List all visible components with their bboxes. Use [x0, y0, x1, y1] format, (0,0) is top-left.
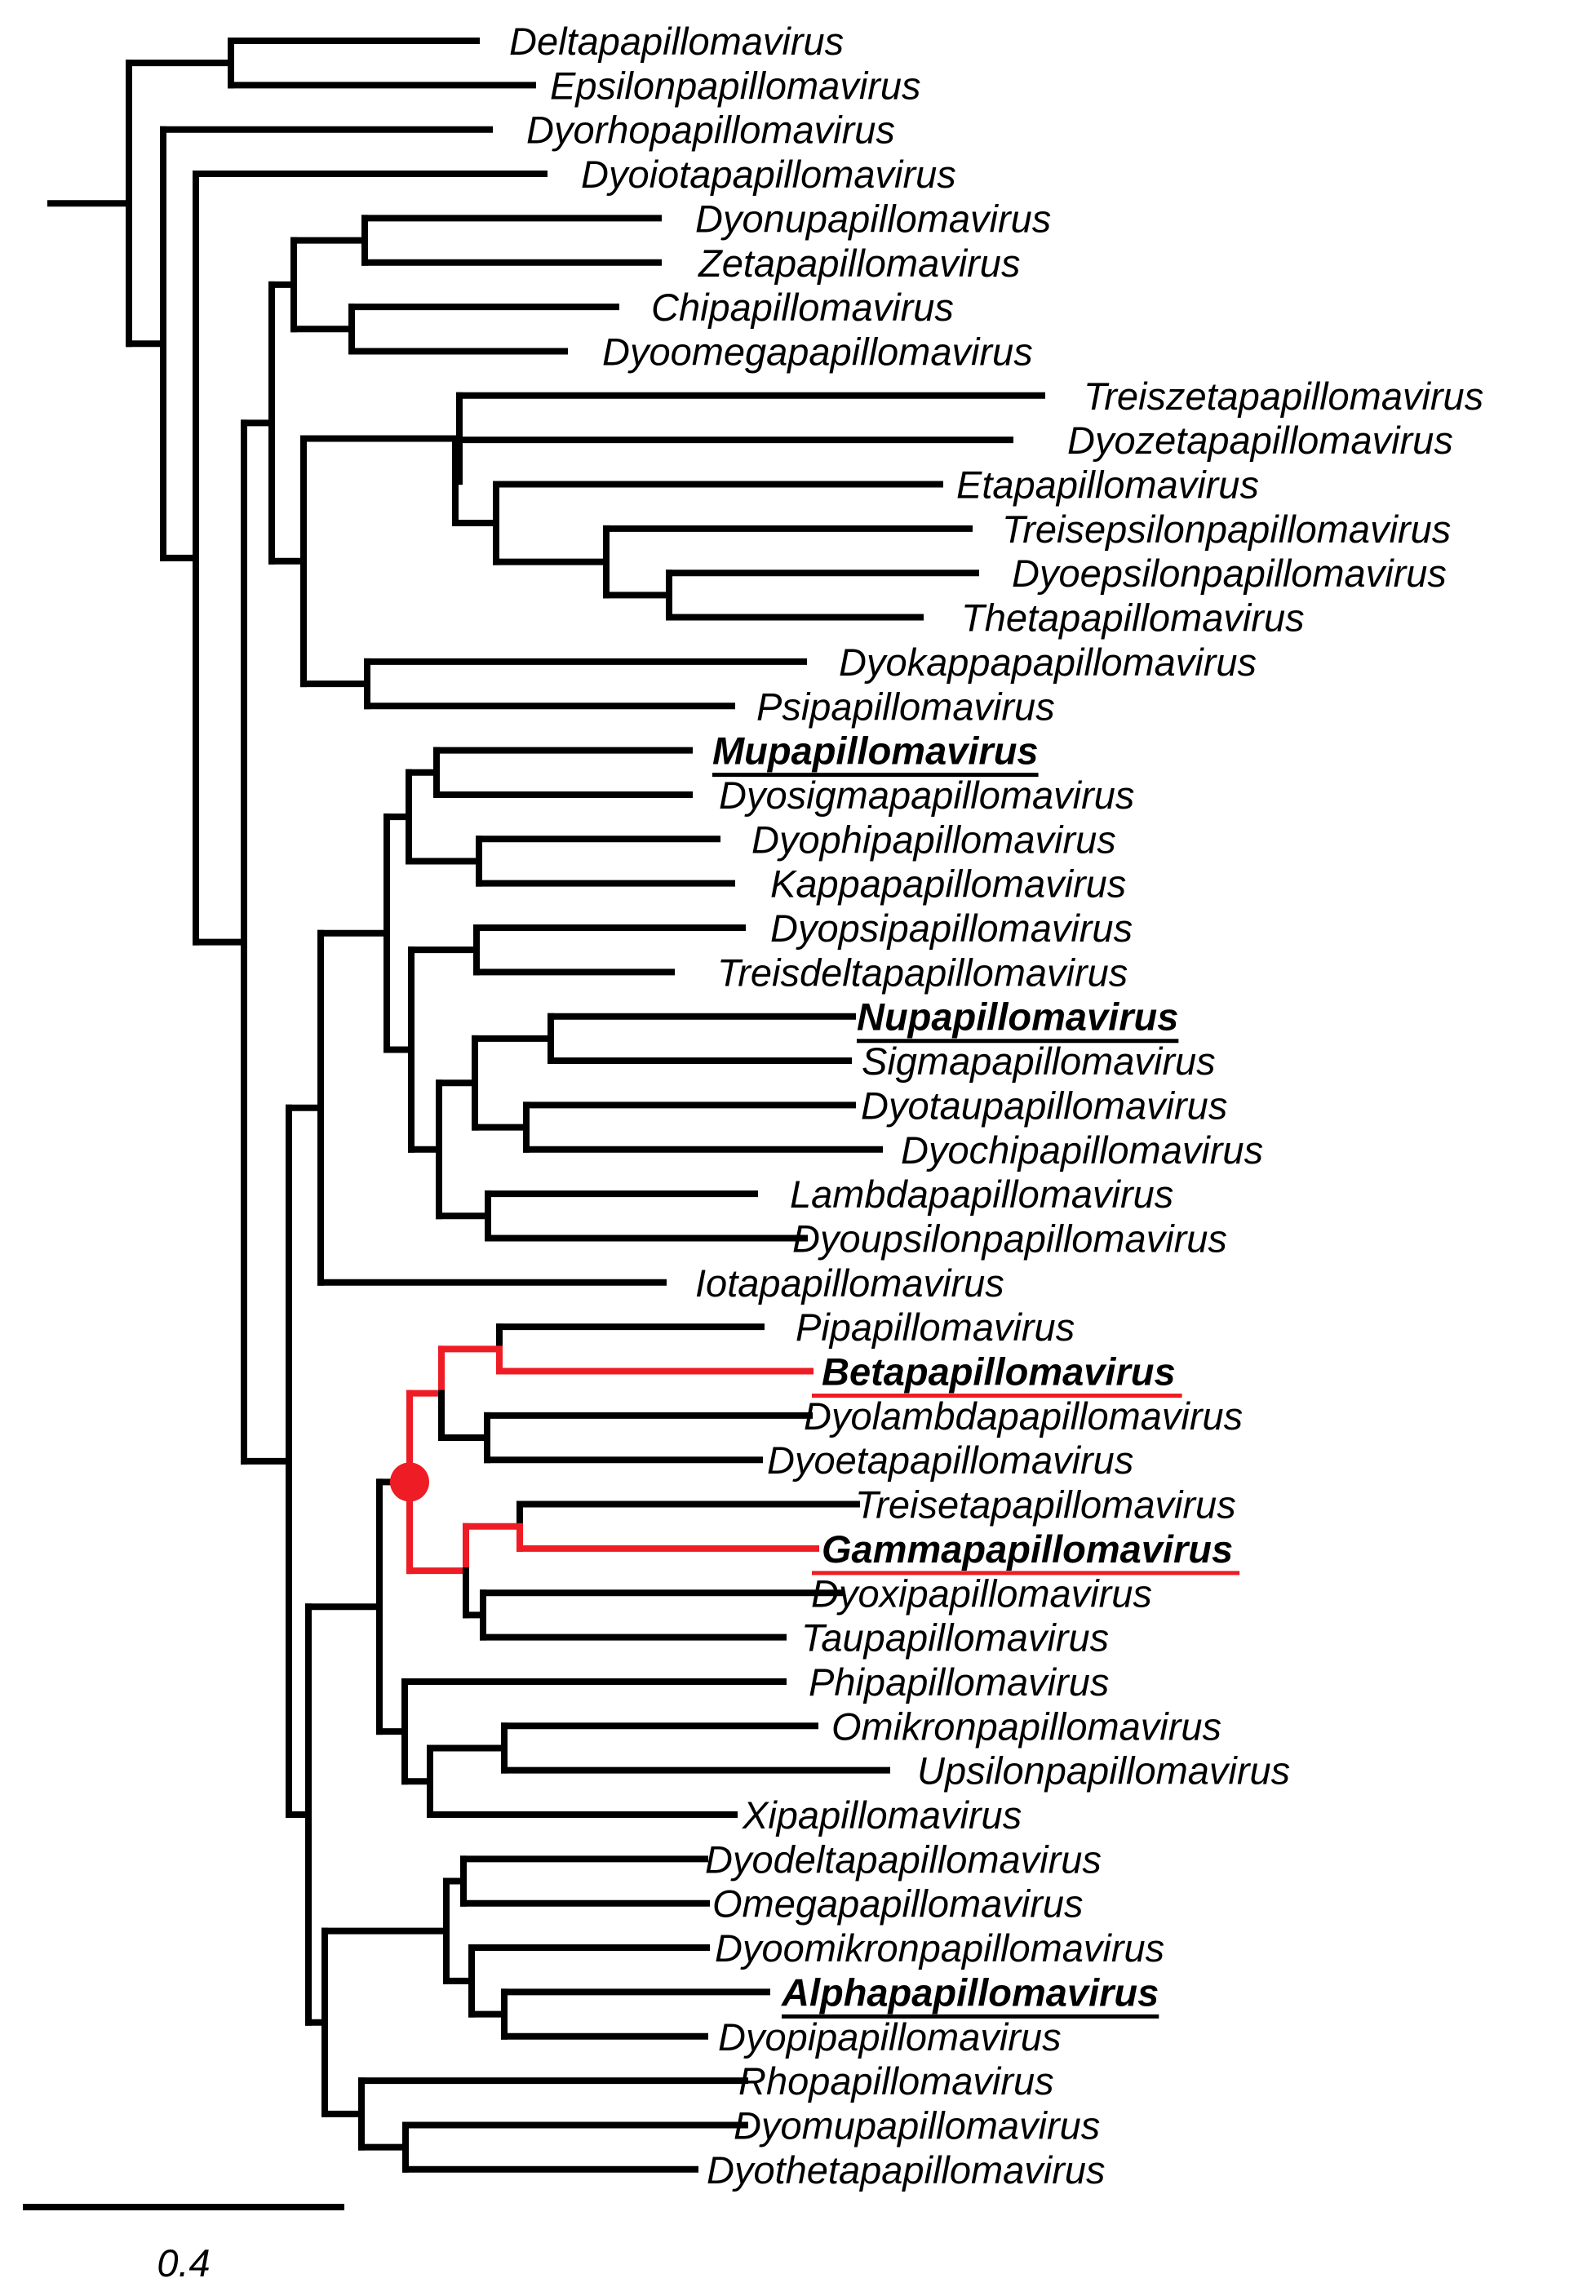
taxon-label: Dyopipapillomavirus: [718, 2015, 1062, 2059]
taxon-label: Dyozetapapillomavirus: [1067, 419, 1453, 462]
scale-bar: 0.4: [23, 2204, 344, 2285]
taxon-label: Upsilonpapillomavirus: [917, 1749, 1290, 1793]
taxon-label: Dyoupsilonpapillomavirus: [792, 1217, 1227, 1260]
taxon-label: Dyoomikronpapillomavirus: [715, 1926, 1164, 1970]
taxon-label: Dyomupapillomavirus: [734, 2103, 1100, 2147]
taxon-label: Nupapillomavirus: [857, 995, 1178, 1039]
taxon-label: Iotapapillomavirus: [695, 1261, 1004, 1305]
taxon-label: Thetapapillomavirus: [961, 596, 1305, 640]
taxon-label: Sigmapapillomavirus: [862, 1039, 1216, 1083]
taxon-label: Dyorhopapillomavirus: [526, 109, 895, 152]
taxon-label: Xipapillomavirus: [742, 1793, 1022, 1837]
taxon-label: Etapapillomavirus: [956, 463, 1259, 507]
taxon-label: Dyoxipapillomavirus: [811, 1571, 1152, 1615]
taxon-label: Dyochipapillomavirus: [901, 1128, 1263, 1172]
taxon-label: Dyoetapapillomavirus: [767, 1438, 1133, 1482]
taxon-label: Mupapillomavirus: [712, 729, 1039, 773]
taxon-label: Dyokappapapillomavirus: [839, 640, 1257, 684]
taxon-label: Epsilonpapillomavirus: [550, 64, 921, 107]
taxon-label: Dyodeltapapillomavirus: [705, 1837, 1102, 1881]
taxon-label: Dyopsipapillomavirus: [770, 906, 1133, 950]
taxon-label: Kappapapillomavirus: [770, 862, 1126, 906]
taxon-label: Treisdeltapapillomavirus: [717, 951, 1128, 994]
taxon-label: Dyoomegapapillomavirus: [602, 330, 1033, 373]
taxon-label: Dyophipapillomavirus: [751, 818, 1116, 861]
taxon-label: Dyosigmapapillomavirus: [719, 773, 1134, 817]
highlighted-ancestor-node: [390, 1462, 429, 1502]
taxon-label: Betapapillomavirus: [822, 1350, 1176, 1394]
taxon-label: Gammapapillomavirus: [822, 1527, 1233, 1571]
taxon-label: Psipapillomavirus: [756, 685, 1055, 728]
taxon-label: Treisetapapillomavirus: [855, 1483, 1236, 1527]
taxon-label: Dyolambdapapillomavirus: [804, 1394, 1243, 1438]
taxon-label: Chipapillomavirus: [651, 286, 954, 329]
taxon-label: Dyoiotapapillomavirus: [581, 153, 956, 196]
taxon-label: Omikronpapillomavirus: [831, 1704, 1221, 1748]
taxon-label: Dyothetapapillomavirus: [707, 2148, 1106, 2192]
taxon-label: Zetapapillomavirus: [698, 242, 1020, 285]
taxon-label: Pipapillomavirus: [796, 1305, 1075, 1349]
taxon-label: Omegapapillomavirus: [712, 1882, 1084, 1926]
taxon-label: Treisepsilonpapillomavirus: [1002, 508, 1451, 551]
taxon-label: Taupapillomavirus: [801, 1616, 1109, 1660]
taxon-label: Rhopapillomavirus: [738, 2059, 1054, 2103]
taxon-label: Lambdapapillomavirus: [790, 1172, 1173, 1216]
tree-branches: [47, 38, 1045, 2173]
taxon-label: Treiszetapapillomavirus: [1084, 375, 1483, 418]
taxon-label: Dyotaupapillomavirus: [861, 1084, 1227, 1127]
taxon-label: Dyonupapillomavirus: [695, 197, 1051, 240]
tree-tip-labels: DeltapapillomavirusEpsilonpapillomavirus…: [509, 20, 1483, 2192]
taxon-label: Dyoepsilonpapillomavirus: [1012, 552, 1447, 595]
taxon-label: Deltapapillomavirus: [509, 20, 844, 63]
taxon-label: Alphapapillomavirus: [781, 1970, 1159, 2014]
taxon-label: Phipapillomavirus: [809, 1660, 1109, 1704]
scale-bar-label: 0.4: [157, 2241, 210, 2285]
